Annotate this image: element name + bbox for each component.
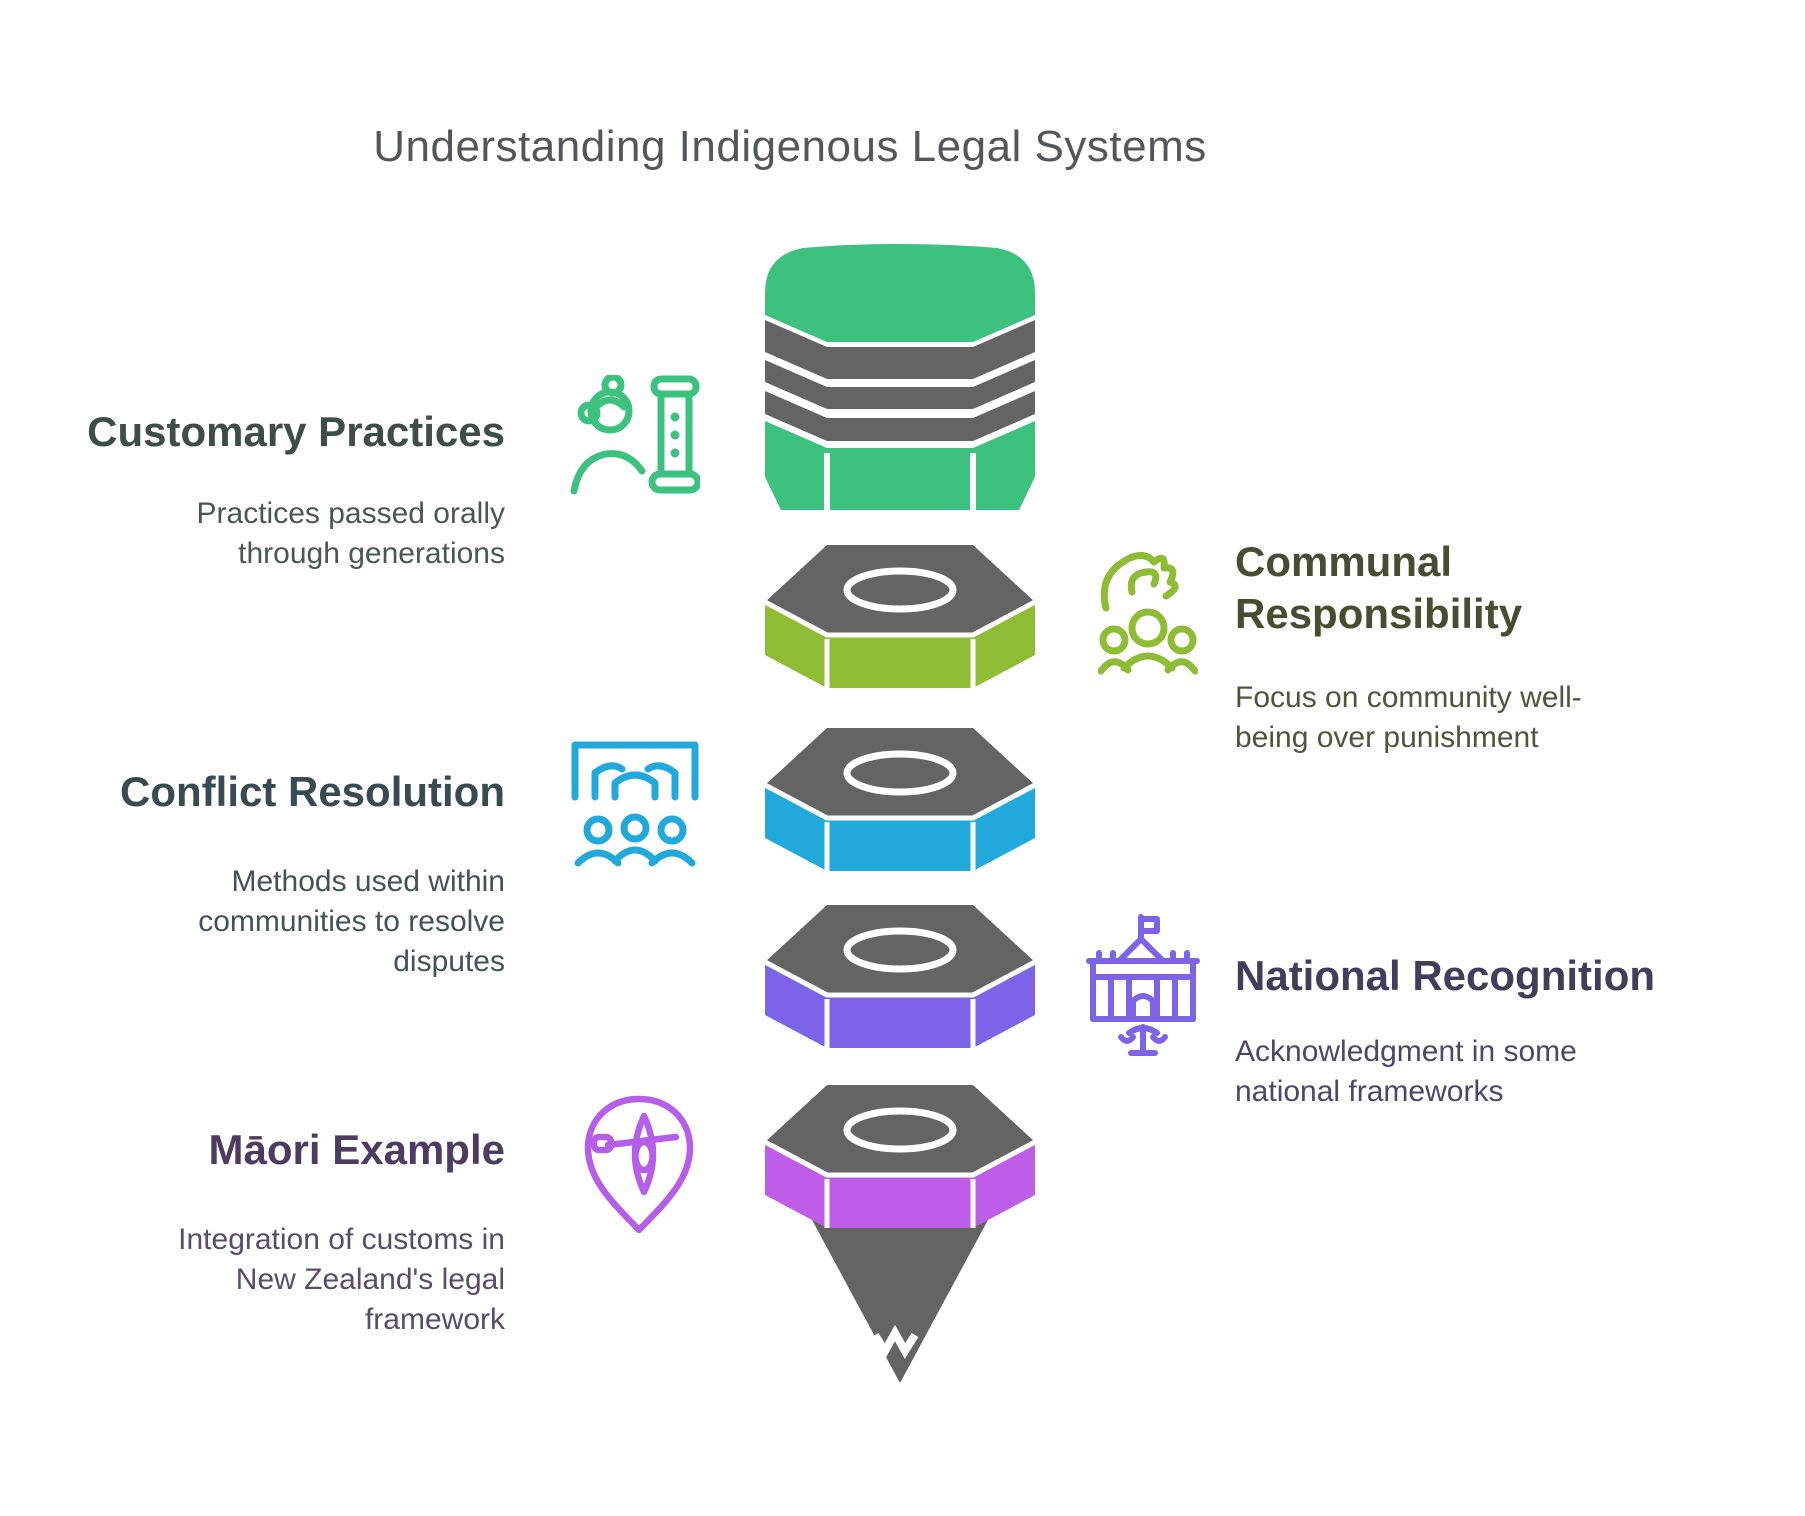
maori-example-description: Integration of customs in New Zealand's … bbox=[178, 1223, 505, 1336]
ferrule-band bbox=[765, 320, 1035, 379]
conflict-resolution-heading: Conflict Resolution bbox=[120, 768, 505, 815]
pencil-stack-graphic bbox=[765, 244, 1035, 1383]
communal-responsibility-description: Focus on community well- being over puni… bbox=[1235, 681, 1582, 754]
pencil-segment-blue bbox=[765, 728, 1035, 871]
maori-example-heading: Māori Example bbox=[208, 1126, 505, 1173]
marae-gathering-icon bbox=[571, 741, 699, 867]
customary-practices-heading: Customary Practices bbox=[87, 408, 505, 455]
pencil-segment-magenta bbox=[765, 1085, 1035, 1228]
parliament-icon bbox=[1086, 914, 1200, 1056]
page-title: Understanding Indigenous Legal Systems bbox=[373, 122, 1207, 171]
pencil-segment-olive bbox=[765, 545, 1035, 688]
pencil-eraser-segment bbox=[765, 244, 1035, 510]
totem-dots bbox=[670, 412, 680, 458]
pencil-segment-violet bbox=[765, 905, 1035, 1048]
national-recognition-description: Acknowledgment in some national framewor… bbox=[1235, 1035, 1577, 1108]
canoe-pin-icon bbox=[584, 1095, 694, 1234]
elder-totem-icon bbox=[570, 375, 700, 495]
national-recognition-heading: National Recognition bbox=[1235, 952, 1655, 999]
ferrule-band bbox=[765, 360, 1035, 409]
conflict-resolution-description: Methods used within communities to resol… bbox=[198, 865, 505, 978]
ferrule-band bbox=[765, 391, 1035, 441]
hand-over-people-icon bbox=[1098, 552, 1198, 675]
communal-responsibility-heading: Communal Responsibility bbox=[1235, 538, 1523, 637]
customary-practices-description: Practices passed orally through generati… bbox=[196, 497, 505, 570]
